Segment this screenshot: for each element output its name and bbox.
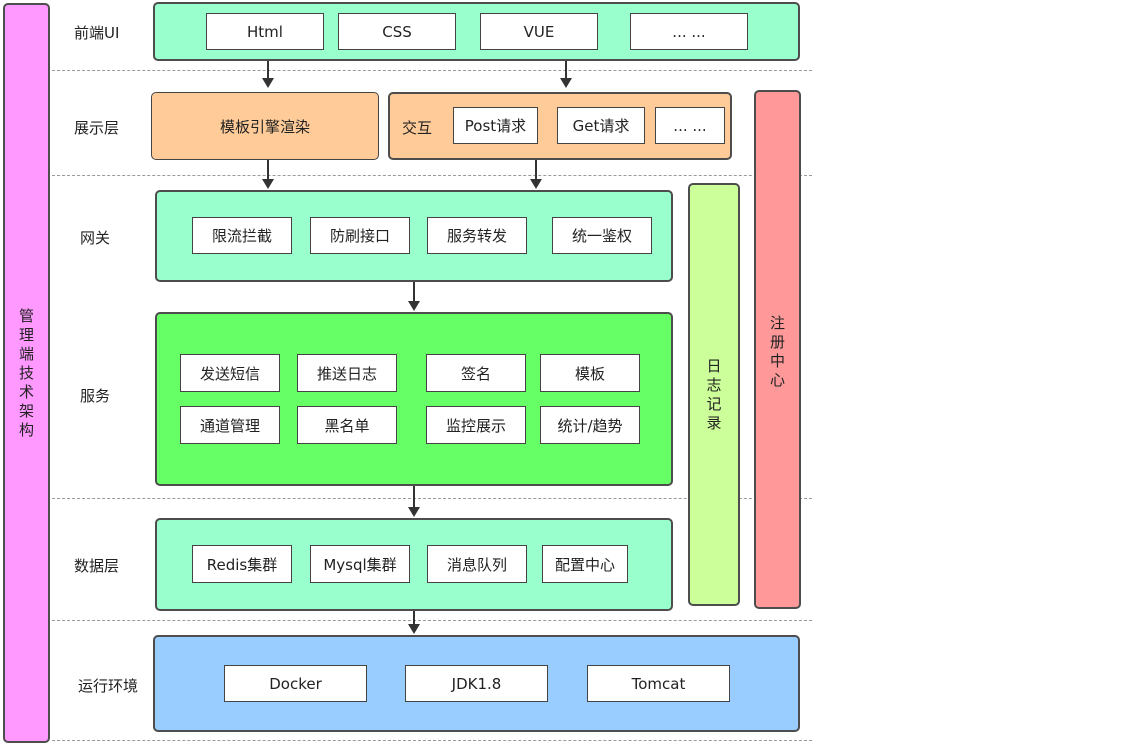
management-architecture-char: 架 xyxy=(18,401,34,420)
service-item-monitor: 监控展示 xyxy=(426,406,526,444)
management-architecture-label: 管理端技术架构 xyxy=(19,307,34,440)
display-item-get: Get请求 xyxy=(557,107,645,144)
separator-4 xyxy=(52,620,812,621)
service-item-push-log: 推送日志 xyxy=(297,354,397,392)
frontend-item-more: ... ... xyxy=(630,13,748,50)
management-architecture-char: 构 xyxy=(18,420,34,439)
layer-label-display: 展示层 xyxy=(74,119,120,137)
management-architecture-char: 管 xyxy=(18,306,34,325)
display-item-post: Post请求 xyxy=(453,107,538,144)
registry-char: 心 xyxy=(769,371,785,389)
gateway-item-rate-limit: 限流拦截 xyxy=(192,217,292,254)
data-item-config: 配置中心 xyxy=(542,545,628,583)
separator-3 xyxy=(52,498,812,499)
interaction-label: 交互 xyxy=(402,119,433,137)
runtime-item-tomcat: Tomcat xyxy=(587,665,730,702)
template-engine-box: 模板引擎渲染 xyxy=(151,92,379,160)
separator-2 xyxy=(52,175,812,176)
runtime-item-jdk: JDK1.8 xyxy=(405,665,548,702)
layer-label-gateway: 网关 xyxy=(80,229,111,247)
service-item-template: 模板 xyxy=(540,354,640,392)
frontend-item-vue: VUE xyxy=(480,13,598,50)
registry-char: 注 xyxy=(769,314,785,332)
frontend-item-css: CSS xyxy=(338,13,456,50)
frontend-item-html: Html xyxy=(206,13,324,50)
service-item-send-sms: 发送短信 xyxy=(180,354,280,392)
service-item-blacklist: 黑名单 xyxy=(297,406,397,444)
management-architecture-bar: 管理端技术架构 xyxy=(3,3,50,743)
service-panel xyxy=(155,312,673,486)
service-item-channel: 通道管理 xyxy=(180,406,280,444)
management-architecture-char: 理 xyxy=(18,325,34,344)
data-item-mq: 消息队列 xyxy=(427,545,527,583)
log-record-bar: 日志记录 xyxy=(688,183,740,606)
registry-label: 注册中心 xyxy=(756,314,799,390)
runtime-item-docker: Docker xyxy=(224,665,367,702)
registry-char: 册 xyxy=(769,333,785,351)
gateway-item-forward: 服务转发 xyxy=(427,217,527,254)
layer-label-data: 数据层 xyxy=(74,557,120,575)
management-architecture-char: 端 xyxy=(18,344,34,363)
data-item-mysql: Mysql集群 xyxy=(310,545,410,583)
separator-1 xyxy=(52,70,812,71)
log-record-char: 志 xyxy=(706,375,722,394)
layer-label-service: 服务 xyxy=(80,387,111,405)
log-record-char: 日 xyxy=(706,356,722,375)
data-item-redis: Redis集群 xyxy=(192,545,292,583)
gateway-item-auth: 统一鉴权 xyxy=(552,217,652,254)
management-architecture-char: 技 xyxy=(18,363,34,382)
management-architecture-char: 术 xyxy=(18,382,34,401)
service-item-stats: 统计/趋势 xyxy=(540,406,640,444)
log-record-char: 录 xyxy=(706,413,722,432)
display-item-more: ... ... xyxy=(655,107,725,144)
log-record-label: 日志记录 xyxy=(706,357,721,433)
gateway-item-anti-spam: 防刷接口 xyxy=(310,217,410,254)
log-record-char: 记 xyxy=(706,394,722,413)
service-item-signature: 签名 xyxy=(426,354,526,392)
separator-5 xyxy=(52,740,812,741)
layer-label-runtime: 运行环境 xyxy=(78,677,139,695)
registry-char: 中 xyxy=(769,352,785,370)
registry-bar: 注册中心 xyxy=(754,90,801,609)
layer-label-frontend: 前端UI xyxy=(74,24,120,42)
